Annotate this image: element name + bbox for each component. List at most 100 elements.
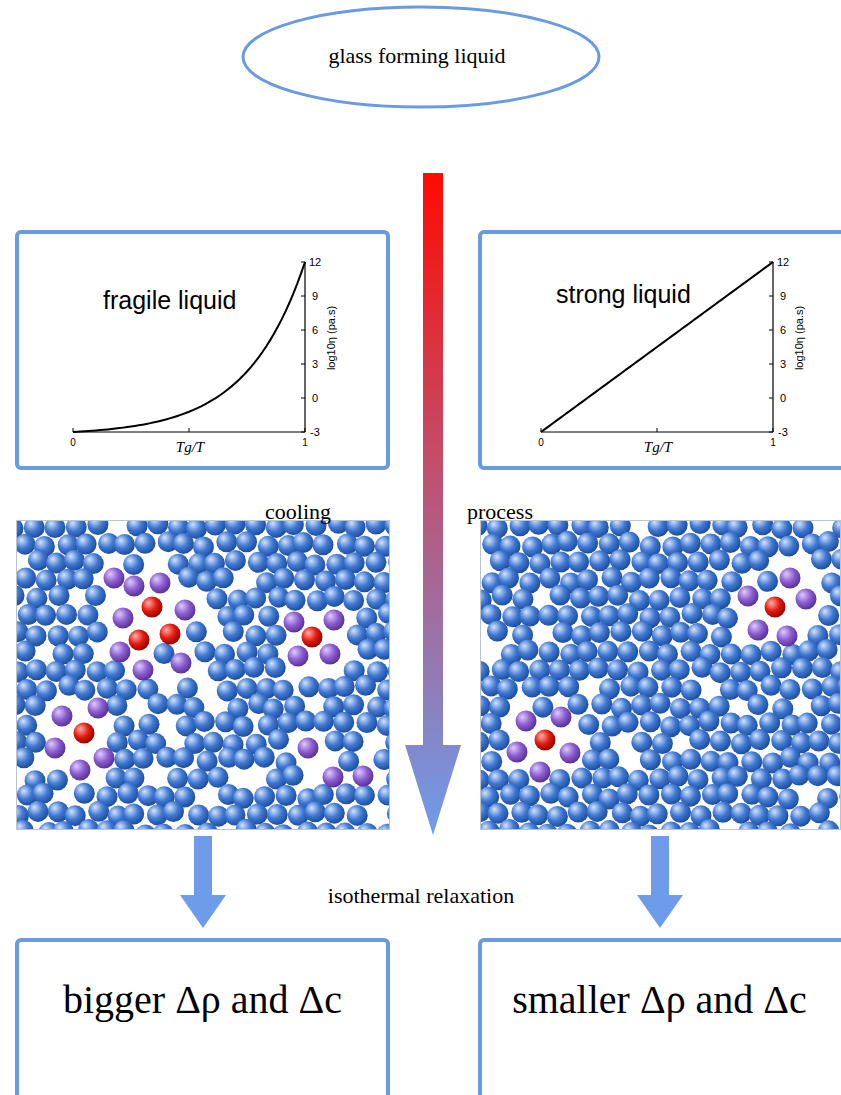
blue-particle — [780, 823, 801, 830]
blue-particle — [818, 605, 839, 626]
blue-particle — [589, 622, 610, 643]
blue-particle — [617, 783, 638, 804]
blue-particle — [640, 711, 661, 732]
blue-particle — [236, 819, 257, 830]
blue-particle — [354, 571, 375, 592]
blue-particle — [489, 729, 510, 750]
blue-particle — [680, 749, 701, 770]
blue-particle — [617, 641, 638, 662]
purple-particle — [150, 573, 171, 594]
axis-tick-label: -3 — [310, 426, 320, 438]
blue-particle — [527, 804, 548, 825]
blue-particle — [481, 751, 502, 772]
x-tick — [305, 428, 306, 432]
blue-particle — [106, 695, 127, 716]
blue-particle — [618, 712, 639, 733]
axis-tick-label: 9 — [312, 290, 318, 302]
blue-particle — [35, 605, 56, 626]
node-text: fragile liquid — [103, 286, 236, 315]
y-tick — [769, 398, 773, 399]
particle-illustration — [16, 520, 390, 830]
blue-particle — [283, 765, 304, 786]
blue-particle — [519, 606, 540, 627]
blue-particle — [343, 731, 364, 752]
blue-particle — [790, 806, 811, 827]
blue-particle — [792, 658, 813, 679]
blue-particle — [818, 820, 839, 830]
blue-particle — [298, 676, 319, 697]
blue-particle — [377, 715, 390, 736]
blue-particle — [316, 823, 337, 830]
blue-particle — [648, 520, 669, 537]
blue-particle — [667, 520, 688, 536]
red-particle — [74, 723, 95, 744]
blue-particle — [757, 822, 778, 830]
blue-particle — [487, 621, 508, 642]
purple-particle — [298, 738, 319, 759]
blue-particle — [717, 783, 738, 804]
blue-particle — [621, 822, 642, 830]
blue-particle — [809, 802, 830, 823]
blue-particle — [610, 621, 631, 642]
blue-particle — [638, 784, 659, 805]
purple-particle — [530, 762, 551, 783]
result-box: smaller Δρ and Δc — [478, 938, 841, 1095]
blue-particle — [74, 783, 95, 804]
viscosity-curve — [73, 262, 305, 432]
red-particle — [129, 630, 150, 651]
purple-particle — [133, 660, 154, 681]
purple-particle — [88, 698, 109, 719]
axis-tick-label: 3 — [312, 358, 318, 370]
y-axis — [772, 262, 773, 432]
relaxation-arrow — [180, 836, 226, 928]
blue-particle — [532, 697, 553, 718]
node-text: glass forming liquid — [241, 43, 593, 69]
blue-particle — [167, 768, 188, 789]
relaxation-arrow — [637, 836, 683, 928]
blue-particle — [356, 712, 377, 733]
purple-particle — [70, 760, 91, 781]
blue-particle — [547, 806, 568, 827]
blue-particle — [16, 567, 36, 588]
x-tick — [189, 428, 190, 432]
blue-particle — [647, 803, 668, 824]
purple-particle — [560, 743, 581, 764]
blue-particle — [343, 590, 364, 611]
blue-particle — [612, 802, 633, 823]
blue-particle — [688, 552, 709, 573]
purple-particle — [777, 626, 798, 647]
blue-particle — [53, 821, 74, 830]
y-tick — [769, 432, 773, 433]
fragile-chart — [73, 262, 305, 432]
axis-tick-label: 1 — [770, 437, 776, 448]
blue-particle — [163, 801, 184, 822]
y-tick — [301, 296, 305, 297]
blue-particle — [74, 680, 95, 701]
blue-particle — [225, 659, 246, 680]
blue-particle — [233, 716, 254, 737]
blue-particle — [203, 732, 224, 753]
axis-tick-label: 0 — [70, 437, 76, 448]
blue-particle — [233, 749, 254, 770]
blue-particle — [821, 714, 841, 735]
blue-particle — [679, 822, 700, 830]
blue-particle — [632, 621, 653, 642]
blue-particle — [113, 820, 134, 830]
blue-particle — [580, 821, 601, 830]
purple-particle — [175, 600, 196, 621]
blue-particle — [28, 550, 49, 571]
blue-particle — [324, 803, 345, 824]
y-tick — [301, 398, 305, 399]
blue-particle — [789, 765, 810, 786]
process-label: cooling — [265, 499, 331, 525]
blue-particle — [173, 533, 194, 554]
blue-particle — [640, 749, 661, 770]
blue-particle — [690, 520, 711, 534]
purple-particle — [324, 610, 345, 631]
strong-chart — [541, 262, 773, 432]
blue-particle — [64, 550, 85, 571]
blue-particle — [114, 749, 135, 770]
blue-particle — [236, 531, 257, 552]
purple-particle — [323, 767, 344, 788]
